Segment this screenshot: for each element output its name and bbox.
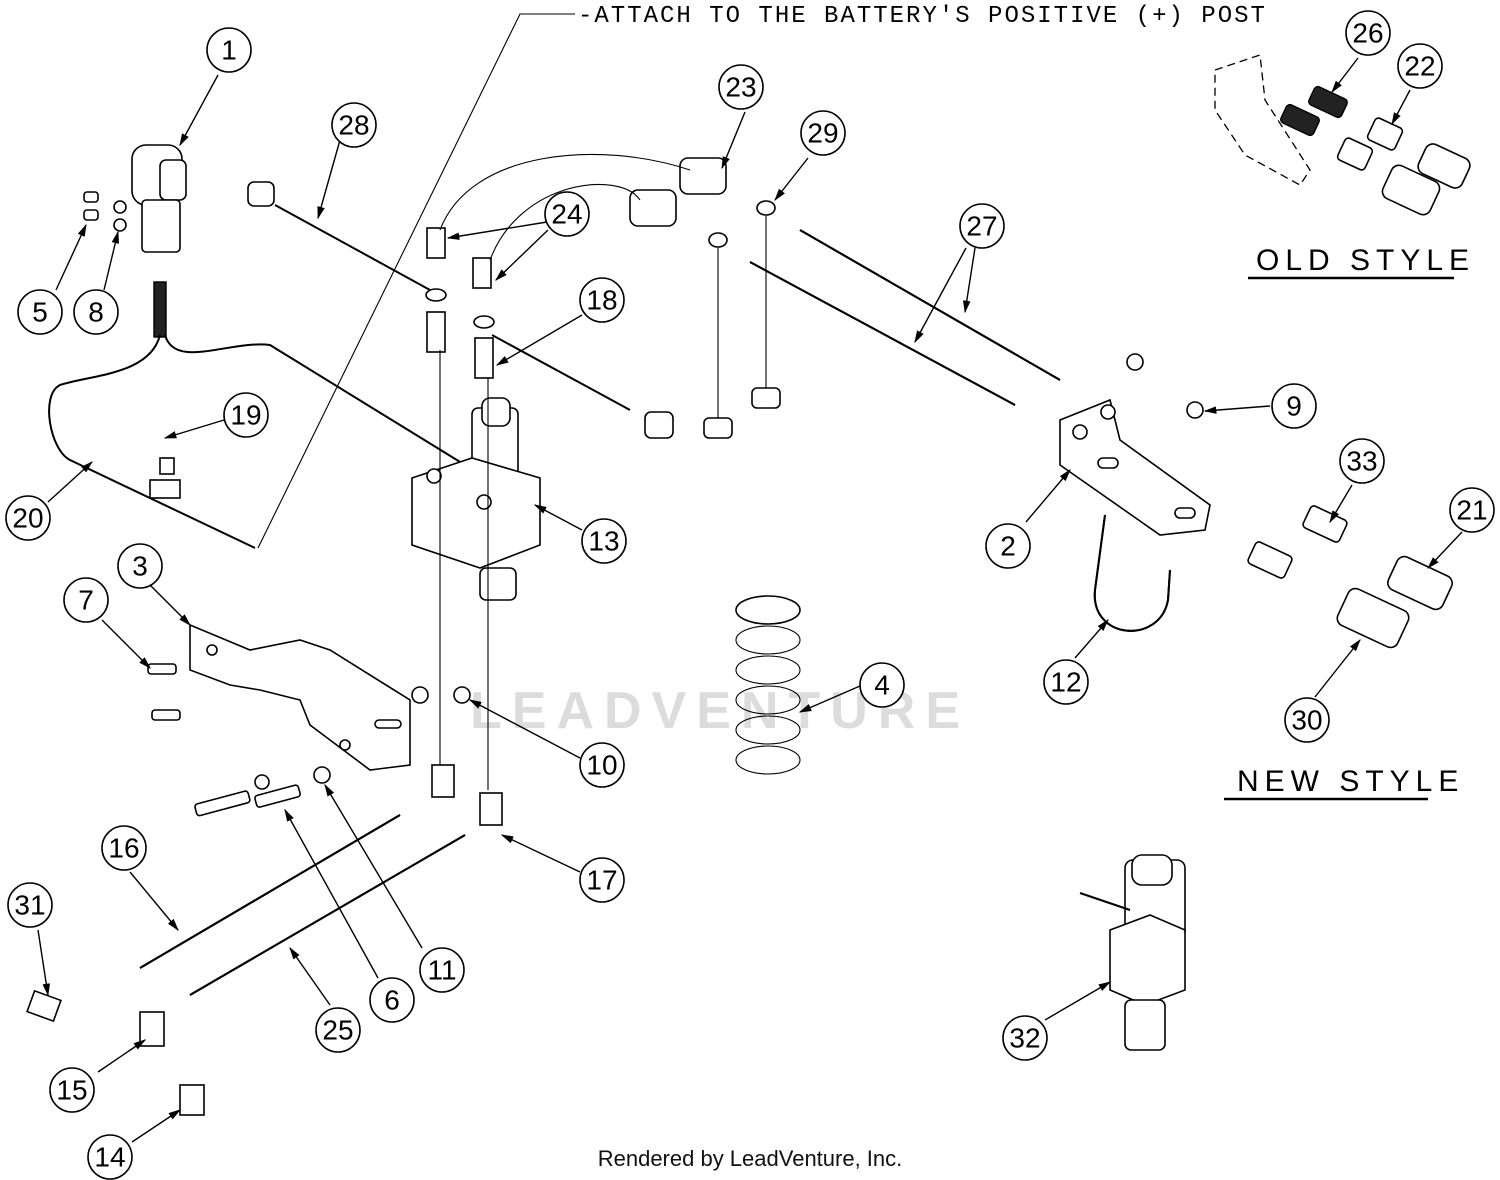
part-joystick-control	[131, 144, 187, 338]
callout-14[interactable]: 14	[87, 1134, 133, 1180]
svg-text:5: 5	[32, 297, 48, 328]
part-bolts-washers	[194, 766, 331, 817]
battery-note: -ATTACH TO THE BATTERY'S POSITIVE (+) PO…	[257, 3, 1267, 549]
callout-31[interactable]: 31	[7, 882, 53, 928]
svg-text:18: 18	[586, 285, 617, 316]
svg-text:13: 13	[588, 526, 619, 557]
svg-text:31: 31	[14, 890, 45, 921]
callout-4[interactable]: 4	[859, 662, 905, 708]
svg-text:NEW STYLE: NEW STYLE	[1237, 765, 1464, 798]
new-style-label: NEW STYLE	[1224, 765, 1464, 801]
svg-text:12: 12	[1050, 667, 1081, 698]
part-valve-block	[411, 397, 541, 601]
part-sensor-lead	[247, 181, 447, 302]
callout-1[interactable]: 1	[206, 27, 252, 73]
callout-21[interactable]: 21	[1449, 487, 1495, 533]
part-lower-fittings	[26, 989, 205, 1116]
callout-30[interactable]: 30	[1284, 697, 1330, 743]
callout-7[interactable]: 7	[63, 577, 109, 623]
svg-text:1: 1	[221, 35, 237, 66]
svg-text:11: 11	[427, 955, 456, 986]
svg-text:10: 10	[586, 750, 617, 781]
callout-15[interactable]: 15	[49, 1067, 95, 1113]
svg-text:OLD STYLE: OLD STYLE	[1256, 244, 1475, 277]
svg-text:15: 15	[56, 1075, 87, 1106]
svg-text:14: 14	[94, 1142, 125, 1173]
callout-8[interactable]: 8	[73, 289, 119, 335]
callout-12[interactable]: 12	[1043, 659, 1089, 705]
callout-26[interactable]: 26	[1345, 10, 1391, 56]
callout-2[interactable]: 2	[985, 523, 1031, 569]
callout-9[interactable]: 9	[1271, 383, 1317, 429]
part-alternate-valve	[1079, 854, 1186, 1051]
svg-text:9: 9	[1286, 391, 1302, 422]
part-dust-caps	[703, 200, 781, 439]
svg-text:28: 28	[338, 110, 369, 141]
callout-24a[interactable]: 24	[544, 191, 590, 237]
part-hoses-upper	[749, 229, 1061, 406]
part-coil-spring	[735, 595, 801, 775]
svg-text:33: 33	[1346, 446, 1377, 477]
callout-27[interactable]: 27	[959, 203, 1005, 249]
part-wire-harness	[48, 334, 466, 549]
part-elbow-fittings	[431, 764, 503, 826]
part-new-style-fittings	[1247, 505, 1453, 649]
part-old-style-assembly	[1214, 54, 1471, 216]
callout-18[interactable]: 18	[579, 277, 625, 323]
svg-text:29: 29	[807, 118, 838, 149]
part-coupler-bracket	[1059, 353, 1211, 632]
part-sensor	[491, 334, 674, 439]
svg-text:6: 6	[384, 985, 400, 1016]
callout-3[interactable]: 3	[117, 543, 163, 589]
svg-text:16: 16	[108, 833, 139, 864]
callout-6[interactable]: 6	[369, 977, 415, 1023]
part-fittings	[426, 227, 495, 379]
part-couplers	[439, 153, 727, 261]
svg-text:26: 26	[1352, 18, 1383, 49]
callout-11[interactable]: 11	[419, 947, 465, 993]
svg-text:8: 8	[88, 297, 104, 328]
svg-text:22: 22	[1404, 51, 1435, 82]
callout-13[interactable]: 13	[581, 518, 627, 564]
part-pins-nuts	[83, 191, 127, 232]
svg-text:27: 27	[966, 211, 997, 242]
svg-text:7: 7	[78, 585, 94, 616]
callout-10[interactable]: 10	[579, 742, 625, 788]
footer-credit: Rendered by LeadVenture, Inc.	[597, 1146, 903, 1171]
callout-16[interactable]: 16	[101, 825, 147, 871]
svg-text:25: 25	[322, 1015, 353, 1046]
callout-29[interactable]: 29	[800, 110, 846, 156]
callout-22[interactable]: 22	[1397, 43, 1443, 89]
svg-text:24: 24	[551, 199, 582, 230]
part-screws	[147, 663, 181, 721]
callout-33[interactable]: 33	[1339, 438, 1385, 484]
callout-23[interactable]: 23	[718, 64, 764, 110]
svg-text:21: 21	[1456, 495, 1487, 526]
callout-5[interactable]: 5	[17, 289, 63, 335]
svg-text:17: 17	[586, 865, 617, 896]
svg-text:30: 30	[1291, 705, 1322, 736]
callout-28[interactable]: 28	[331, 102, 377, 148]
svg-text:32: 32	[1009, 1023, 1040, 1054]
svg-text:23: 23	[725, 72, 756, 103]
leader-lines	[37, 57, 1463, 1143]
svg-text:20: 20	[12, 503, 43, 534]
part-hoses-lower	[139, 814, 466, 996]
battery-note-text: -ATTACH TO THE BATTERY'S POSITIVE (+) PO…	[578, 3, 1267, 30]
svg-text:2: 2	[1000, 531, 1016, 562]
svg-text:4: 4	[874, 670, 890, 701]
old-style-label: OLD STYLE	[1248, 244, 1475, 280]
part-mount-bracket	[189, 623, 411, 771]
callout-20[interactable]: 20	[5, 495, 51, 541]
svg-text:3: 3	[132, 551, 148, 582]
svg-text:19: 19	[230, 400, 261, 431]
callout-25[interactable]: 25	[315, 1007, 361, 1053]
callout-17[interactable]: 17	[579, 857, 625, 903]
part-nuts	[411, 686, 471, 704]
callout-19[interactable]: 19	[223, 392, 269, 438]
callout-32[interactable]: 32	[1002, 1015, 1048, 1061]
